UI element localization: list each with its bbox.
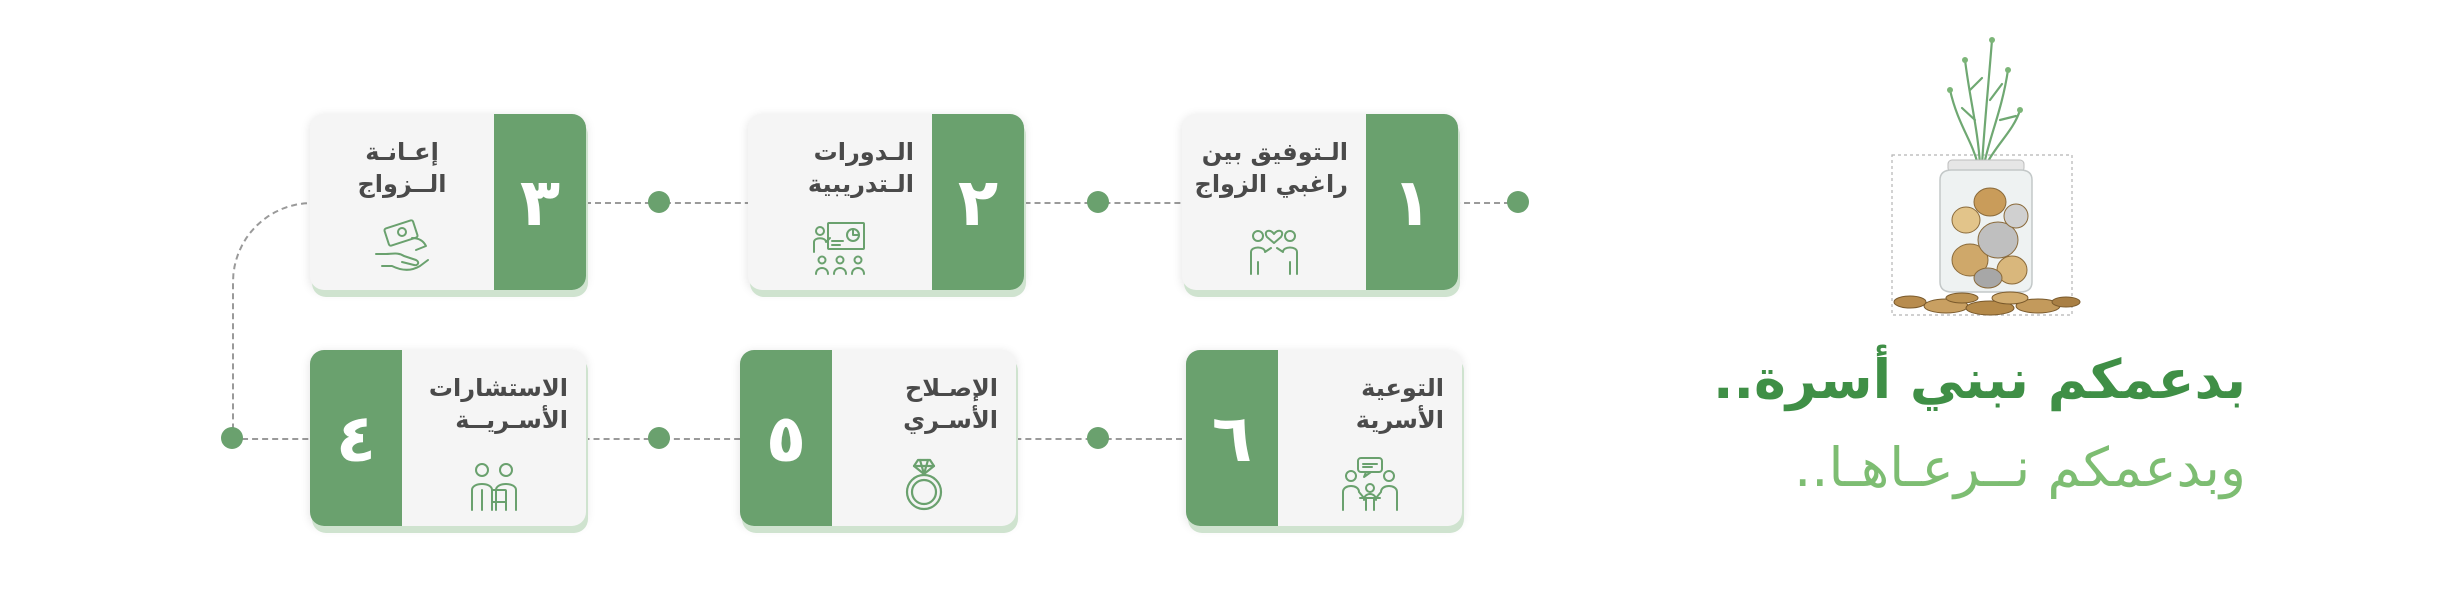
slogan-line-1: بدعمكم نبني أسرة..	[1712, 348, 2246, 411]
hand-giving-money-icon	[372, 218, 432, 278]
step-title-line1: إعـانـة	[365, 138, 439, 166]
training-presentation-icon	[810, 218, 870, 278]
step-card-2: ٢ الـدورات الـتدريبية	[748, 114, 1024, 290]
step-card-3: ٣ إعـانـة الــزواج	[310, 114, 586, 290]
timeline-dot	[648, 427, 670, 449]
consultation-people-icon	[464, 454, 524, 514]
step-title-line2: الأسـريــة	[455, 406, 568, 434]
step-card-1: ١ الـتوفيق بين راغبي الزواج	[1182, 114, 1458, 290]
timeline-dot	[1087, 427, 1109, 449]
step-card-4: ٤ الاستشارات الأسـريــة	[310, 350, 586, 526]
timeline-dot	[1087, 191, 1109, 213]
step-number: ٢	[932, 114, 1024, 290]
step-body: الـدورات الـتدريبية	[748, 114, 932, 290]
ring-icon	[894, 454, 954, 514]
timeline-line-bottom	[232, 438, 1182, 440]
step-body: الاستشارات الأسـريــة	[402, 350, 586, 526]
coin-jar-with-plant-icon	[1870, 20, 2100, 320]
step-number: ٥	[740, 350, 832, 526]
step-number: ١	[1366, 114, 1458, 290]
step-body: إعـانـة الــزواج	[310, 114, 494, 290]
step-title-line2: الأسرية	[1355, 406, 1444, 434]
slogan-line-2: وبدعمكم نــرعـاهـا..	[1794, 436, 2246, 499]
timeline-dot	[221, 427, 243, 449]
step-title: إعـانـة الــزواج	[310, 136, 494, 200]
step-title-line2: الـتدريبية	[807, 170, 914, 198]
step-title: الـتوفيق بين راغبي الزواج	[1190, 136, 1348, 200]
step-body: التوعية الأسرية	[1278, 350, 1462, 526]
step-title-line1: الـدورات	[813, 138, 914, 166]
step-number: ٣	[494, 114, 586, 290]
step-title-line1: الإصـلاح	[904, 374, 998, 402]
step-card-6: ٦ التوعية الأسرية	[1186, 350, 1462, 526]
step-title-line1: الاستشارات	[428, 374, 568, 402]
timeline-dot	[1507, 191, 1529, 213]
step-title-line1: الـتوفيق بين	[1201, 138, 1348, 166]
step-body: الإصـلاح الأسـري	[832, 350, 1016, 526]
timeline-line-top	[585, 202, 1520, 204]
timeline-curve	[232, 202, 314, 440]
timeline-dot	[648, 191, 670, 213]
couple-heart-icon	[1244, 218, 1304, 278]
family-talk-icon	[1340, 454, 1400, 514]
step-title: الإصـلاح الأسـري	[840, 372, 998, 436]
step-title-line2: الأسـري	[903, 406, 998, 434]
step-title: التوعية الأسرية	[1286, 372, 1444, 436]
step-number: ٤	[310, 350, 402, 526]
step-title-line2: راغبي الزواج	[1194, 170, 1348, 198]
step-title: الـدورات الـتدريبية	[756, 136, 914, 200]
step-body: الـتوفيق بين راغبي الزواج	[1182, 114, 1366, 290]
step-card-5: ٥ الإصـلاح الأسـري	[740, 350, 1016, 526]
step-title: الاستشارات الأسـريــة	[410, 372, 568, 436]
step-number: ٦	[1186, 350, 1278, 526]
step-title-line2: الــزواج	[357, 170, 447, 198]
step-title-line1: التوعية	[1361, 374, 1444, 402]
